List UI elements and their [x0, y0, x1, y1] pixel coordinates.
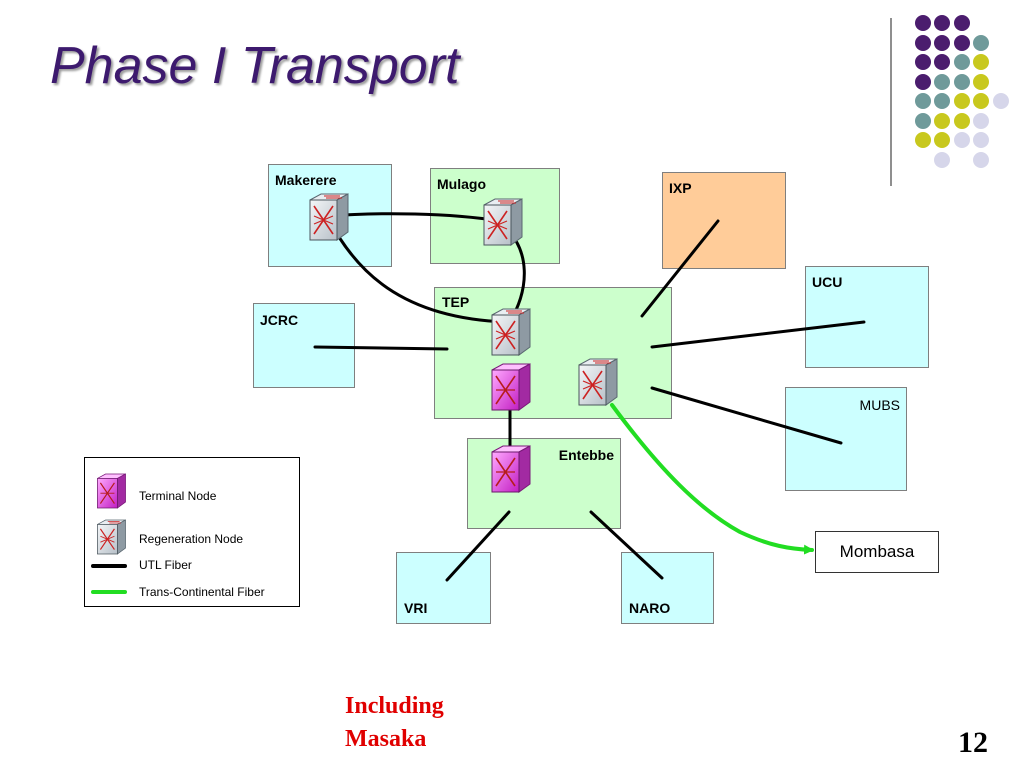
decorative-dot [953, 54, 970, 70]
site-naro: NARO [621, 552, 714, 624]
decorative-dot [914, 54, 931, 70]
terminal-node-icon [93, 472, 127, 515]
decorative-dot [934, 112, 950, 129]
site-vri: VRI [396, 552, 491, 624]
decorative-dot [914, 132, 931, 148]
site-mubs: MUBS [785, 387, 907, 491]
decorative-dot [914, 93, 931, 109]
decorative-dot [953, 93, 970, 109]
regeneration-node-icon [573, 357, 619, 412]
legend: Terminal Node Regeneration Node UTL Fibe… [84, 457, 300, 607]
decorative-dot [934, 15, 950, 31]
site-label: UCU [812, 274, 843, 290]
decorative-dot [934, 93, 950, 109]
legend-trans-continental-swatch [91, 590, 127, 594]
terminal-node-icon [486, 444, 532, 499]
site-ucu: UCU [805, 266, 929, 368]
legend-regeneration-node-label: Regeneration Node [139, 532, 244, 546]
decorative-dot [953, 73, 970, 90]
footnote-line: Masaka [345, 726, 427, 752]
decorative-dot [992, 93, 1009, 109]
site-label: Makerere [275, 172, 337, 188]
site-label: MUBS [859, 397, 900, 413]
site-tep: TEP [434, 287, 672, 419]
decorative-dot [914, 34, 931, 51]
site-label: Entebbe [558, 447, 614, 463]
site-label: JCRC [260, 312, 299, 328]
decorative-dot [934, 132, 950, 148]
fiber-entebbe-naro [589, 510, 664, 580]
legend-trans-continental-label: Trans-Continental Fiber [139, 585, 265, 599]
site-label: Mulago [437, 176, 486, 192]
fiber-makerere-mulago [326, 212, 502, 223]
site-jcrc: JCRC [253, 303, 355, 388]
decorative-dot [953, 132, 970, 148]
footnote-line: Including [345, 693, 444, 719]
site-label: IXP [669, 180, 692, 196]
regeneration-node-icon [486, 307, 532, 362]
regeneration-node-icon [478, 197, 524, 252]
terminal-node-icon [486, 362, 532, 417]
fiber-tep-mombasa [610, 403, 814, 555]
decorative-dot [914, 73, 931, 90]
slide-title: Phase I Transport [50, 37, 460, 95]
site-label: NARO [629, 600, 671, 616]
legend-utl-fiber-label: UTL Fiber [139, 558, 192, 572]
site-mombasa: Mombasa [815, 531, 939, 573]
fiber-mubs-tep [650, 386, 843, 445]
footnote: Including Masaka [345, 690, 444, 756]
fiber-entebbe-vri [445, 510, 511, 582]
regeneration-node-icon [93, 518, 127, 561]
decorative-dot [973, 54, 989, 70]
decorative-dot [973, 34, 989, 51]
decorative-dot [973, 93, 989, 109]
fiber-ixp-tep [640, 219, 720, 318]
decorative-dot [934, 151, 950, 168]
decorative-dot [953, 34, 970, 51]
site-label: VRI [404, 600, 428, 616]
decorative-dot [934, 54, 950, 70]
decorative-dot [973, 132, 989, 148]
decorative-dot [934, 34, 950, 51]
decorative-dot [953, 112, 970, 129]
legend-terminal-node-label: Terminal Node [139, 489, 217, 503]
regeneration-node-icon [304, 192, 350, 247]
decorative-dot [973, 151, 989, 168]
decorative-dot [934, 73, 950, 90]
decorative-dot [953, 15, 970, 31]
decorative-dot [914, 15, 931, 31]
decorative-dot [973, 73, 989, 90]
site-ixp: IXP [662, 172, 786, 269]
page-number: 12 [958, 726, 988, 759]
site-label: TEP [442, 294, 470, 310]
fiber-jcrc-tep [313, 345, 449, 351]
decorative-dot [973, 112, 989, 129]
legend-utl-fiber-swatch [91, 564, 127, 568]
decorative-dot [914, 112, 931, 129]
decorative-divider [890, 18, 892, 186]
fiber-ucu-tep [650, 320, 866, 349]
